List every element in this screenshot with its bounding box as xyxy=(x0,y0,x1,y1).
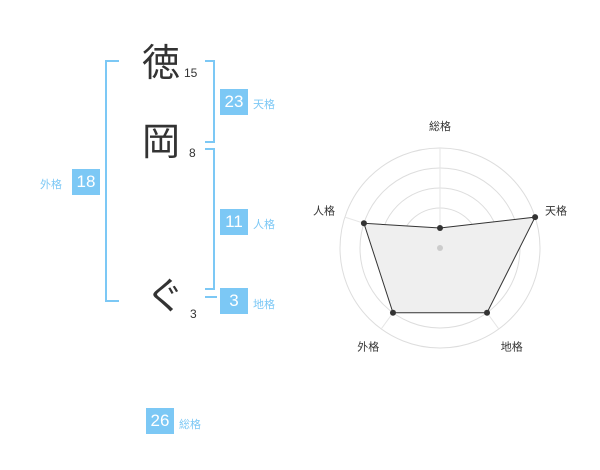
name-char-2-strokes: 8 xyxy=(189,146,196,160)
soukaku-badge: 26 xyxy=(146,408,174,434)
radar-point-2 xyxy=(484,309,491,316)
radar-point-3 xyxy=(389,309,396,316)
gaikaku-label: 外格 xyxy=(40,178,62,191)
name-char-1: 徳 xyxy=(142,41,181,85)
radar-point-1 xyxy=(532,214,539,221)
gaikaku-bracket xyxy=(105,60,119,302)
tenkaku-label: 天格 xyxy=(253,98,275,111)
radar-axis-label: 地格 xyxy=(501,340,523,354)
radar-axis-label: 人格 xyxy=(313,203,335,217)
radar-points xyxy=(360,214,539,316)
radar-point-0 xyxy=(437,225,443,231)
name-char-2: 岡 xyxy=(142,120,181,164)
name-char-3: ぐ xyxy=(146,274,185,318)
radar-axis-label: 天格 xyxy=(545,203,567,217)
radar-center-dot xyxy=(437,245,443,251)
gaikaku-badge: 18 xyxy=(72,169,100,195)
tenkaku-badge: 23 xyxy=(220,89,248,115)
tenkaku-bracket xyxy=(205,60,215,143)
soukaku-label: 総格 xyxy=(179,418,201,431)
jinkaku-badge: 11 xyxy=(220,209,248,235)
name-char-1-strokes: 15 xyxy=(184,66,198,80)
chikaku-bracket xyxy=(205,296,217,298)
radar-point-4 xyxy=(360,220,367,227)
chikaku-badge: 3 xyxy=(220,288,248,314)
name-char-3-strokes: 3 xyxy=(190,307,197,321)
jinkaku-label: 人格 xyxy=(253,218,275,231)
radar-area xyxy=(363,216,536,314)
radar-axis-label: 外格 xyxy=(357,340,379,354)
jinkaku-bracket xyxy=(205,148,215,290)
chikaku-label: 地格 xyxy=(253,298,275,311)
radar-axis-label: 総格 xyxy=(429,119,451,133)
